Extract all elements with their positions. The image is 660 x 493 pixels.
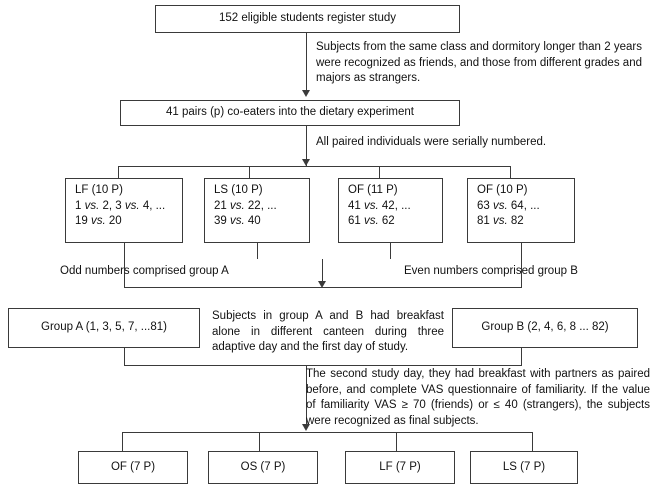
- pair-group-4-n2: 64, ...: [510, 199, 540, 212]
- node-pairs-label: 41 pairs (p) co-eaters into the dietary …: [165, 106, 414, 119]
- pair-group-1-n4: 19: [75, 215, 88, 227]
- pair-group-1-label: LF (10 P): [75, 184, 123, 196]
- pair-group-2-n3: 39: [214, 215, 227, 227]
- node-enrollment-label: 152 eligible students register study: [218, 12, 397, 25]
- node-group-a: Group A (1, 3, 5, 7, ...81): [8, 308, 200, 348]
- arrow-to-final-groups: [302, 424, 310, 431]
- pair-group-4-label: OF (10 P): [477, 184, 528, 196]
- node-group-a-label: Group A (1, 3, 5, 7, ...81): [41, 321, 167, 334]
- label-even-numbers: Even numbers comprised group B: [404, 265, 578, 277]
- pair-group-1-line1: 1 vs. 2, 3 vs. 4, ...: [75, 199, 182, 215]
- merge-riser-group-b: [521, 348, 522, 365]
- final-group-1-label: OF (7 P): [110, 460, 156, 473]
- pair-group-2-n2: 22, ...: [247, 199, 277, 212]
- pair-group-box-3: OF (11 P) 41 vs. 42, ... 61 vs. 62: [338, 178, 443, 243]
- final-group-box-2: OS (7 P): [208, 451, 318, 484]
- pair-group-box-1: LF (10 P) 1 vs. 2, 3 vs. 4, ... 19 vs. 2…: [65, 178, 183, 243]
- pair-group-2-n1: 21: [214, 199, 227, 212]
- pair-group-1-n3: 4, ...: [142, 199, 166, 212]
- node-enrollment: 152 eligible students register study: [155, 5, 460, 33]
- final-group-box-4: LS (7 P): [470, 451, 578, 484]
- branch-drop-final-3: [396, 432, 397, 451]
- arrow-pairs-down: [302, 159, 310, 166]
- pair-group-box-2: LS (10 P) 21 vs. 22, ... 39 vs. 40: [204, 178, 310, 243]
- pair-group-1-line2: 19 vs. 20: [75, 214, 182, 230]
- pair-group-4-line2: 81 vs. 82: [477, 214, 574, 230]
- note-second-study-day: The second study day, they had breakfast…: [306, 368, 650, 427]
- branch-drop-final-4: [532, 432, 533, 451]
- pair-group-3-label: OF (11 P): [348, 184, 398, 196]
- vs-token: vs.: [91, 215, 106, 227]
- note-breakfast-alone: Subjects in group A and B had breakfast …: [212, 310, 444, 354]
- vs-token: vs.: [230, 215, 245, 227]
- connector-pairs-down: [306, 126, 307, 166]
- pair-group-3-line2: 61 vs. 62: [348, 214, 442, 230]
- vs-token: vs.: [84, 199, 100, 212]
- note-serial-numbering: All paired individuals were serially num…: [316, 136, 547, 148]
- pair-group-1-n2: 2, 3: [102, 199, 122, 212]
- pair-group-box-4: OF (10 P) 63 vs. 64, ... 81 vs. 82: [467, 178, 575, 243]
- vs-token: vs.: [364, 215, 379, 227]
- branch-drop-pair-2: [249, 166, 250, 178]
- pair-group-2-line2: 39 vs. 40: [214, 214, 309, 230]
- pair-group-2-line1: 21 vs. 22, ...: [214, 199, 309, 215]
- branch-drop-final-2: [259, 432, 260, 451]
- final-group-box-1: OF (7 P): [78, 451, 188, 484]
- pair-group-2-n4: 40: [247, 215, 261, 227]
- pair-group-3-n1: 41: [348, 199, 361, 212]
- pair-group-3-n2: 42, ...: [381, 199, 411, 212]
- vs-token: vs.: [493, 199, 508, 212]
- branch-bar-final-groups: [122, 432, 533, 433]
- connector-to-group-row: [322, 259, 323, 284]
- merge-riser-pair-3: [390, 243, 391, 259]
- branch-drop-pair-1: [118, 166, 119, 178]
- vs-token: vs.: [493, 215, 508, 227]
- pair-group-1-n1: 1: [75, 199, 82, 212]
- label-odd-numbers: Odd numbers comprised group A: [60, 265, 229, 277]
- vs-token: vs.: [364, 199, 379, 212]
- vs-token: vs.: [230, 199, 245, 212]
- pair-group-2-label: LS (10 P): [214, 184, 263, 196]
- pair-group-3-line1: 41 vs. 42, ...: [348, 199, 442, 215]
- final-group-3-label: LF (7 P): [379, 460, 421, 473]
- pair-group-4-line1: 63 vs. 64, ...: [477, 199, 574, 215]
- merge-bar-groups: [124, 365, 522, 366]
- branch-drop-final-1: [122, 432, 123, 451]
- branch-drop-pair-3: [379, 166, 380, 178]
- merge-riser-pair-1: [124, 243, 125, 287]
- arrow-to-group-row: [318, 281, 326, 288]
- pair-group-4-n3: 81: [477, 215, 490, 227]
- arrow-enrollment-to-pairs: [302, 90, 310, 97]
- final-group-4-label: LS (7 P): [502, 460, 546, 473]
- node-group-b: Group B (2, 4, 6, 8 ... 82): [452, 308, 638, 348]
- pair-group-3-n4: 62: [381, 215, 395, 227]
- note-friends-strangers: Subjects from the same class and dormito…: [316, 41, 642, 85]
- node-group-b-label: Group B (2, 4, 6, 8 ... 82): [481, 321, 609, 334]
- node-pairs: 41 pairs (p) co-eaters into the dietary …: [120, 100, 460, 126]
- vs-token: vs.: [124, 199, 140, 212]
- connector-to-final-groups: [306, 365, 307, 427]
- final-group-box-3: LF (7 P): [345, 451, 455, 484]
- pair-group-1-n5: 20: [108, 215, 122, 227]
- final-group-2-label: OS (7 P): [240, 460, 286, 473]
- branch-bar-pair-groups: [118, 166, 510, 167]
- pair-group-3-n3: 61: [348, 215, 361, 227]
- connector-enrollment-to-pairs: [306, 33, 307, 91]
- merge-riser-pair-2: [257, 243, 258, 259]
- pair-group-4-n4: 82: [510, 215, 524, 227]
- merge-riser-group-a: [124, 348, 125, 365]
- branch-drop-pair-4: [510, 166, 511, 178]
- merge-riser-pair-4: [521, 243, 522, 287]
- pair-group-4-n1: 63: [477, 199, 490, 212]
